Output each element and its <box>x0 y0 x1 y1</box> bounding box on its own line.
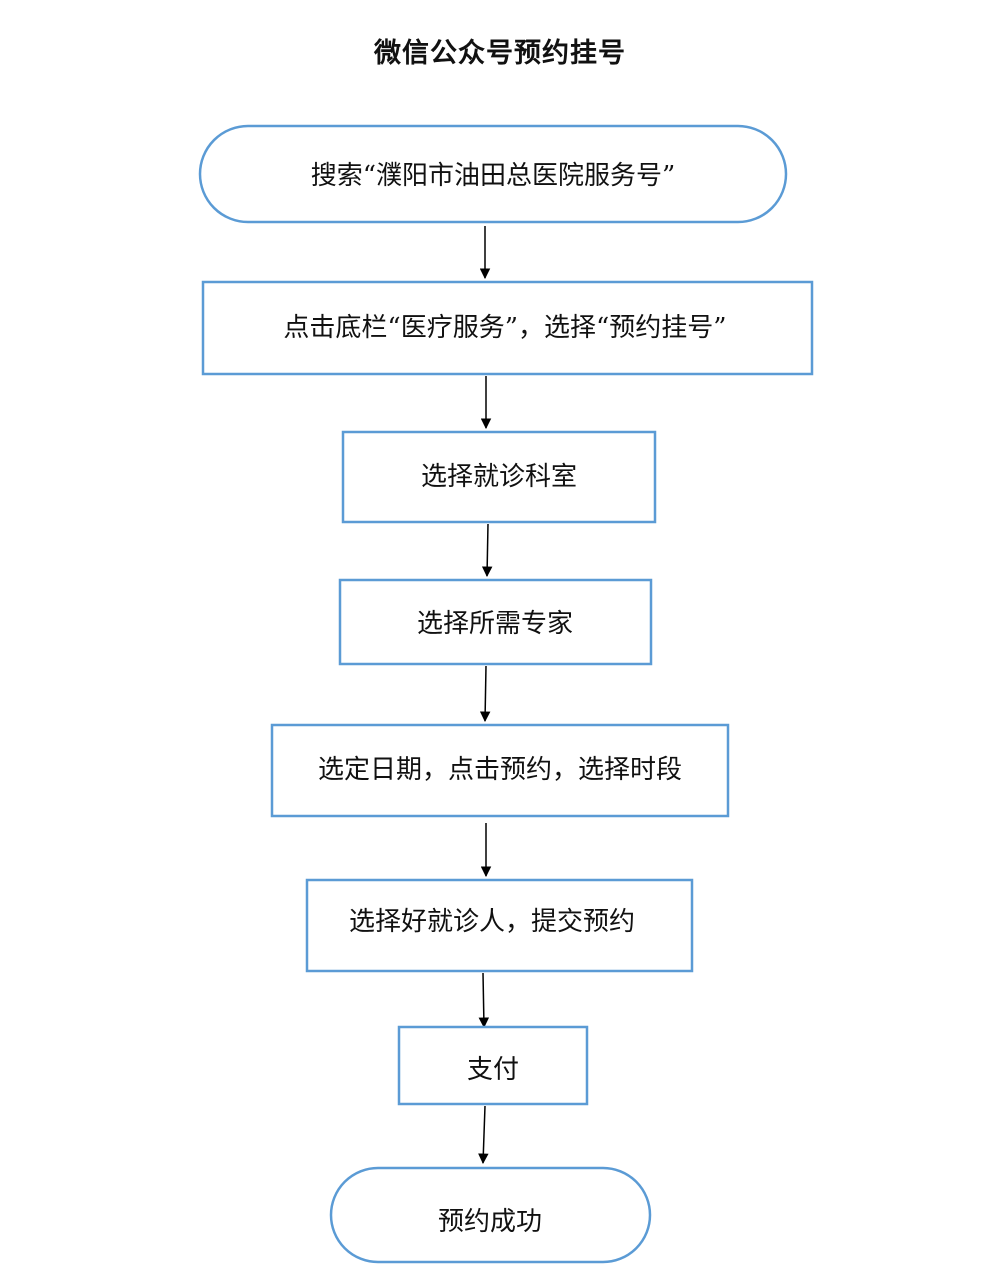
node-label: 支付 <box>467 1055 519 1085</box>
node-label: 选择好就诊人，提交预约 <box>349 907 635 937</box>
flow-node-choose-department: 选择就诊科室 <box>341 430 657 524</box>
process-shape <box>338 578 653 666</box>
flow-node-tap-menu: 点击底栏“医疗服务”，选择“预约挂号” <box>201 280 814 376</box>
flow-node-search: 搜索“濮阳市油田总医院服务号” <box>198 124 788 224</box>
flow-arrow-7 <box>478 1105 489 1165</box>
node-label: 选择所需专家 <box>417 609 573 639</box>
node-label: 选择就诊科室 <box>421 462 577 492</box>
node-label: 选定日期，点击预约，选择时段 <box>318 755 682 785</box>
process-shape <box>201 280 814 376</box>
flow-arrow-4 <box>479 665 491 723</box>
node-label: 点击底栏“医疗服务”，选择“预约挂号” <box>283 313 726 343</box>
process-shape <box>341 430 657 524</box>
terminal-shape <box>198 124 788 224</box>
process-shape <box>270 723 730 818</box>
process-shape <box>305 878 694 973</box>
flow-node-choose-date-time: 选定日期，点击预约，选择时段 <box>270 723 730 818</box>
process-shape <box>397 1025 589 1106</box>
node-label: 搜索“濮阳市油田总医院服务号” <box>311 161 676 191</box>
flow-node-success: 预约成功 <box>329 1166 652 1264</box>
flow-arrow-3 <box>481 523 493 578</box>
terminal-shape <box>329 1166 652 1264</box>
node-label: 预约成功 <box>438 1207 542 1237</box>
flow-arrow-6 <box>478 972 490 1029</box>
flow-node-choose-patient-submit: 选择好就诊人，提交预约 <box>305 878 694 973</box>
flow-node-pay: 支付 <box>397 1025 589 1106</box>
flow-node-choose-expert: 选择所需专家 <box>338 578 653 666</box>
page-title: 微信公众号预约挂号 <box>374 38 626 69</box>
